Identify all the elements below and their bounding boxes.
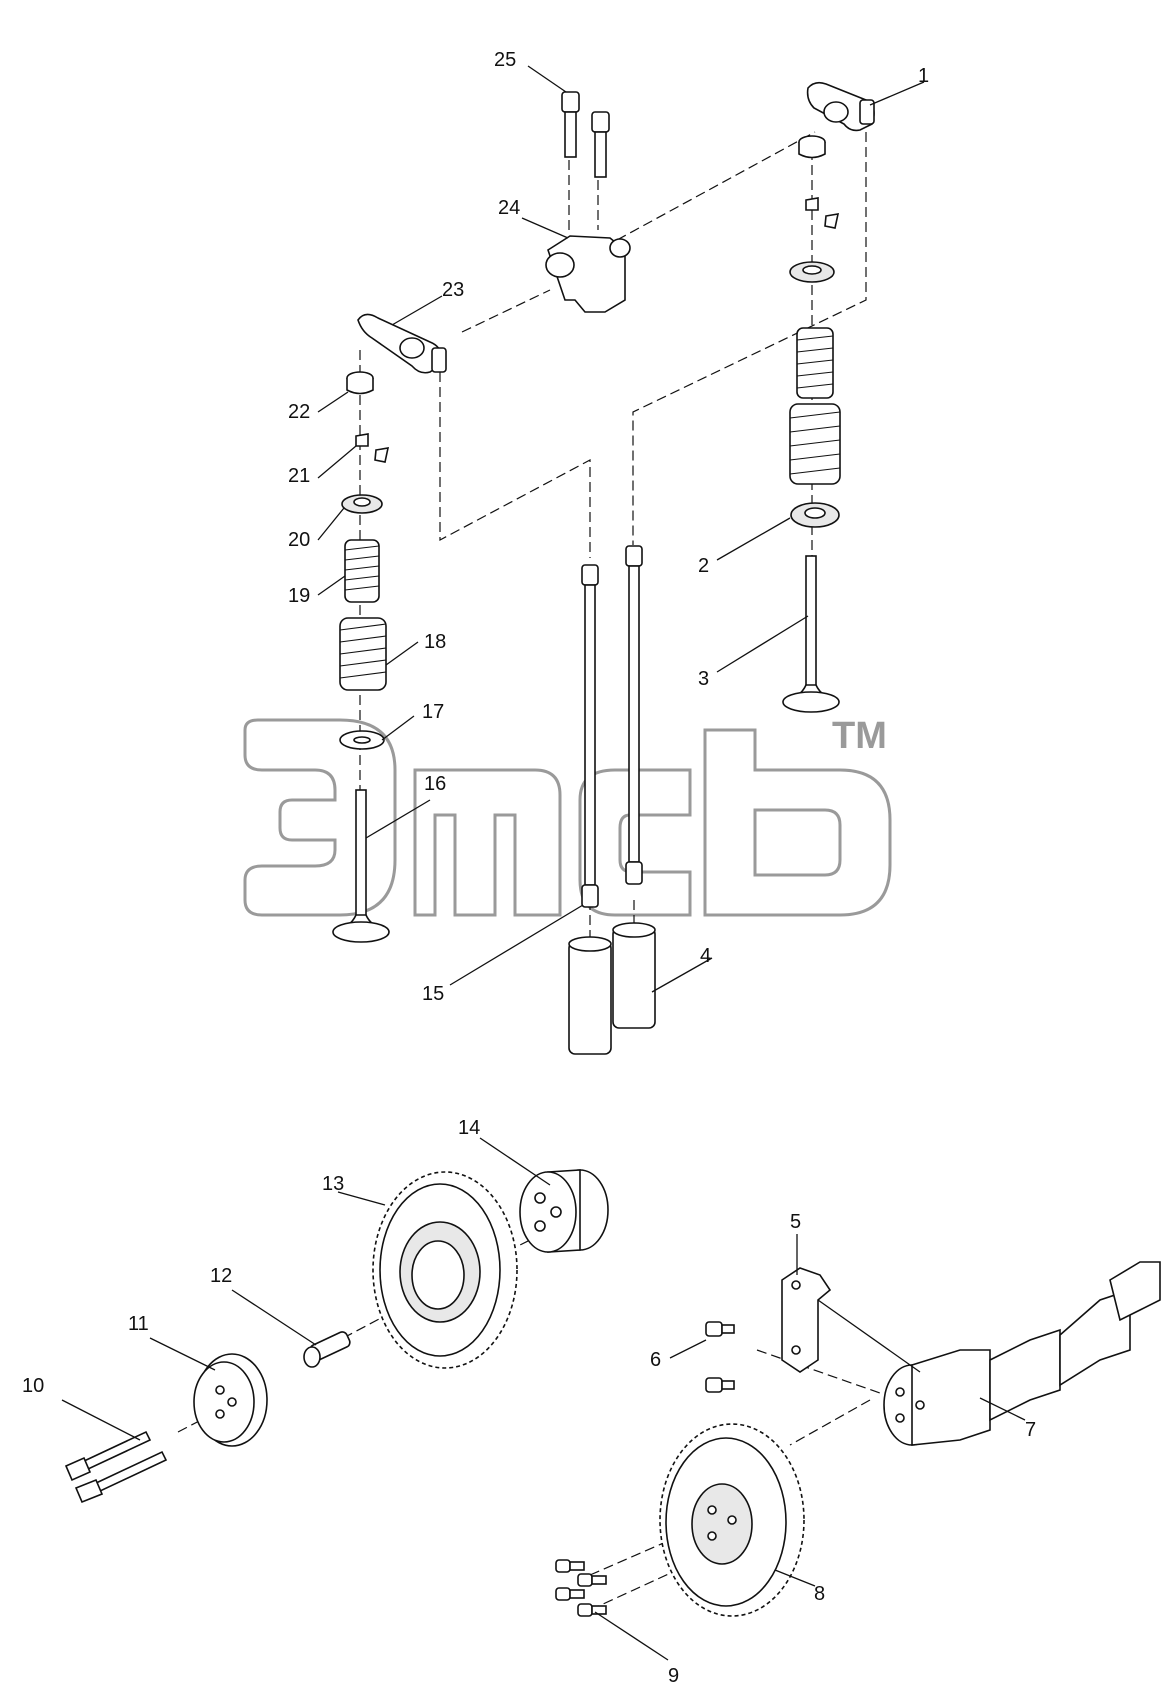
callout-6: 6 (650, 1349, 661, 1371)
part-7-camshaft (883, 1261, 1161, 1446)
part-right-springs (789, 327, 841, 485)
part-3-valve (782, 555, 840, 713)
callout-5: 5 (790, 1211, 801, 1233)
part-13-idler-gear (372, 1171, 518, 1369)
callout-17: 17 (422, 701, 444, 723)
callout-19: 19 (288, 585, 310, 607)
part-24-rocker-bracket (545, 235, 631, 313)
callout-14: 14 (458, 1117, 480, 1139)
part-1-rocker-arm (806, 81, 875, 132)
part-21-keepers (355, 433, 390, 463)
callout-12: 12 (210, 1265, 232, 1287)
part-10-bolts (64, 1430, 168, 1504)
part-4-tappets (568, 922, 656, 1055)
part-2-valve-seal (790, 502, 840, 528)
watermark-tm: TM (832, 715, 887, 757)
callout-23: 23 (442, 279, 464, 301)
callout-9: 9 (668, 1665, 679, 1687)
part-18-outer-spring (339, 617, 387, 691)
callout-15: 15 (422, 983, 444, 1005)
watermark-logo: TM (243, 715, 892, 917)
callout-8: 8 (814, 1583, 825, 1605)
part-14-hub (519, 1169, 609, 1253)
part-16-valve (332, 789, 390, 943)
callout-22: 22 (288, 401, 310, 423)
part-19-inner-spring (344, 539, 380, 603)
part-6-screws (705, 1321, 735, 1393)
callout-18: 18 (424, 631, 446, 653)
part-11-washer-plate (193, 1353, 268, 1447)
part-17-washer (339, 730, 385, 750)
callout-1: 1 (918, 65, 929, 87)
callout-7: 7 (1025, 1419, 1036, 1441)
callout-2: 2 (698, 555, 709, 577)
part-9-bolts (555, 1559, 607, 1617)
callout-21: 21 (288, 465, 310, 487)
part-22-cap (346, 371, 374, 395)
part-20-spring-retainer (341, 494, 383, 514)
callout-4: 4 (700, 945, 711, 967)
callout-labels: 1 2 3 4 5 6 7 8 9 10 11 12 13 14 15 16 1… (22, 49, 1036, 1687)
callout-16: 16 (424, 773, 446, 795)
callout-25: 25 (494, 49, 516, 71)
callout-11: 11 (128, 1313, 149, 1335)
callout-3: 3 (698, 668, 709, 690)
leader-lines (61, 65, 1026, 1661)
assembly-centerlines (177, 130, 901, 1611)
callout-10: 10 (22, 1375, 44, 1397)
part-5-thrust-plate (781, 1267, 832, 1373)
part-12-pin (303, 1331, 351, 1368)
part-23-rocker-arm (357, 313, 447, 374)
part-keepers-right (805, 197, 840, 229)
callout-13: 13 (322, 1173, 344, 1195)
part-25-bolts (561, 91, 610, 178)
part-8-cam-gear (659, 1423, 805, 1617)
part-cap-right (798, 135, 826, 159)
part-retainer-right (789, 261, 835, 283)
callout-20: 20 (288, 529, 310, 551)
part-15-push-rods (581, 545, 643, 908)
callout-24: 24 (498, 197, 520, 219)
